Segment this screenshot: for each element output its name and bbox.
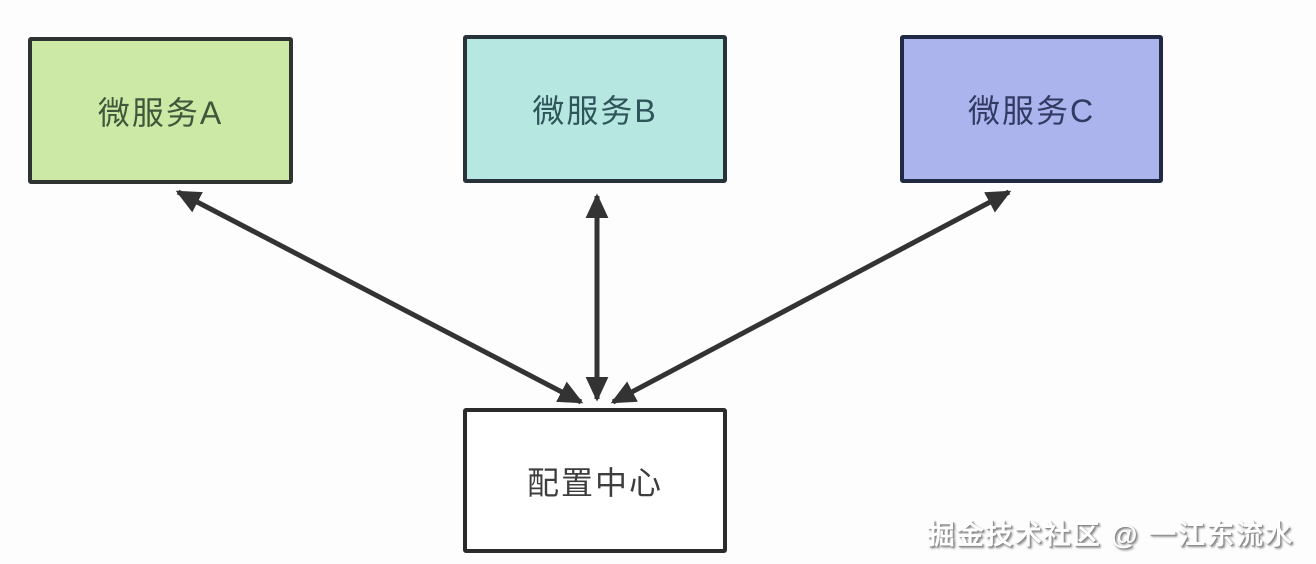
watermark: 掘金技术社区 @ 一江东流水	[927, 520, 1294, 550]
node-config-center-label: 配置中心	[526, 464, 663, 501]
edge-service-c-config	[610, 189, 1012, 405]
node-service-c: 微服务C	[900, 35, 1163, 183]
node-service-b-label: 微服务B	[532, 93, 658, 129]
node-service-c-label: 微服务C	[967, 93, 1096, 129]
node-service-a-label: 微服务A	[97, 94, 224, 131]
node-service-b: 微服务B	[463, 35, 727, 183]
node-service-a: 微服务A	[28, 37, 293, 184]
node-config-center: 配置中心	[463, 408, 727, 553]
edge-service-a-config	[175, 189, 584, 405]
